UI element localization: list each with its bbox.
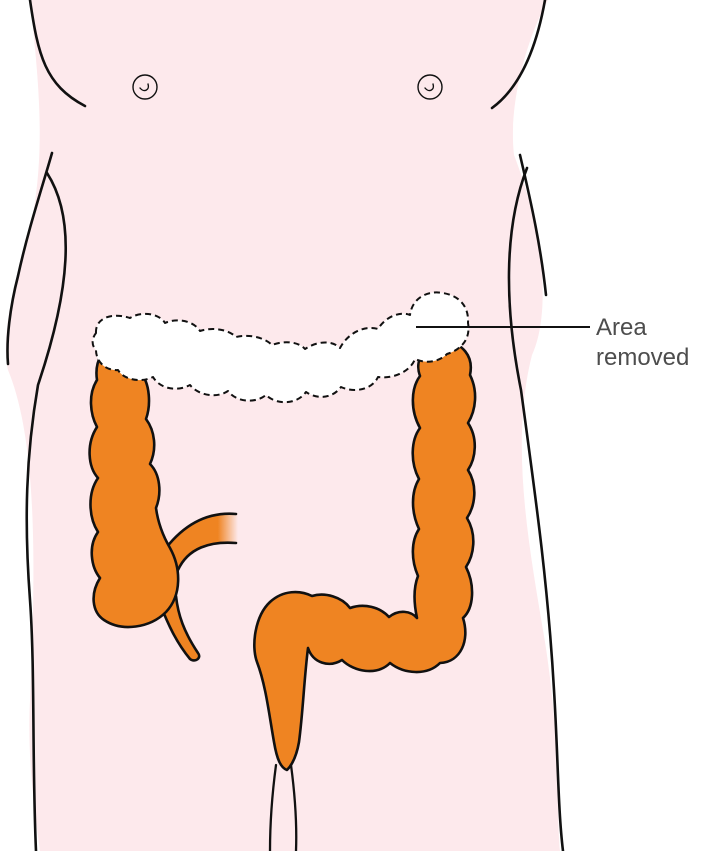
area-removed-label-line1: Area bbox=[596, 313, 724, 343]
left-nipple-icon bbox=[133, 75, 157, 99]
area-removed-label: Area removed bbox=[596, 313, 724, 373]
right-nipple-icon bbox=[418, 75, 442, 99]
area-removed-label-line2: removed bbox=[596, 343, 724, 373]
